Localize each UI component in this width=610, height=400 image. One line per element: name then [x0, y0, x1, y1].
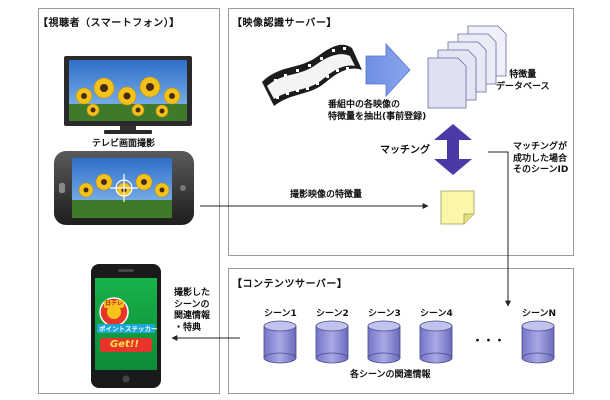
- captured-feature-label: 撮影映像の特徴量: [290, 190, 363, 200]
- tv-capture-label: テレビ画面撮影: [92, 139, 156, 149]
- register-arrow: [365, 42, 411, 98]
- viewer-panel-title: 【視聴者（スマートフォン）】: [38, 18, 180, 29]
- capturing-phone-icon: [54, 151, 194, 225]
- scene-label: シーン4: [420, 309, 453, 319]
- app-badge: 日テレ: [105, 300, 124, 307]
- smartphone-app-icon: [91, 264, 161, 388]
- app-get: Get!!: [110, 339, 139, 350]
- scene-label: シーン2: [316, 309, 349, 319]
- scene-id-card: [440, 190, 475, 225]
- film-strip-icon: [262, 44, 362, 106]
- scene-database-icon: [521, 320, 555, 364]
- app-name: ポイントステッカー: [99, 325, 158, 333]
- success-label: マッチングが 成功した場合 そのシーンID: [513, 142, 569, 176]
- related-info-label: 撮影した シーンの 関連情報 ・特典: [174, 288, 211, 334]
- scene-ellipsis: ・・・: [472, 334, 505, 347]
- scene-database-icon: [419, 320, 453, 364]
- scene-label: シーン3: [368, 309, 401, 319]
- scene-database-icon: [315, 320, 349, 364]
- recognition-server-title: 【映像認識サーバー】: [232, 18, 337, 29]
- feature-database-icon: [427, 25, 507, 109]
- matching-double-arrow: [434, 124, 472, 175]
- scene-label: シーンN: [522, 309, 557, 319]
- scene-database-icon: [263, 320, 297, 364]
- crosshair-icon: [110, 174, 138, 202]
- scene-label: シーン1: [264, 309, 297, 319]
- recognition-server-panel: [228, 8, 574, 256]
- matching-label: マッチング: [380, 145, 430, 156]
- scene-info-label: 各シーンの関連情報: [350, 370, 431, 380]
- television-icon: [64, 56, 192, 134]
- feature-db-label: 特徴量 データベース: [496, 70, 550, 92]
- contents-server-title: 【コンテンツサーバー】: [232, 279, 348, 290]
- success-path-arrow: [488, 151, 511, 307]
- scene-database-icon: [367, 320, 401, 364]
- register-label: 番組中の各映像の 特徴量を抽出(事前登録): [328, 100, 427, 122]
